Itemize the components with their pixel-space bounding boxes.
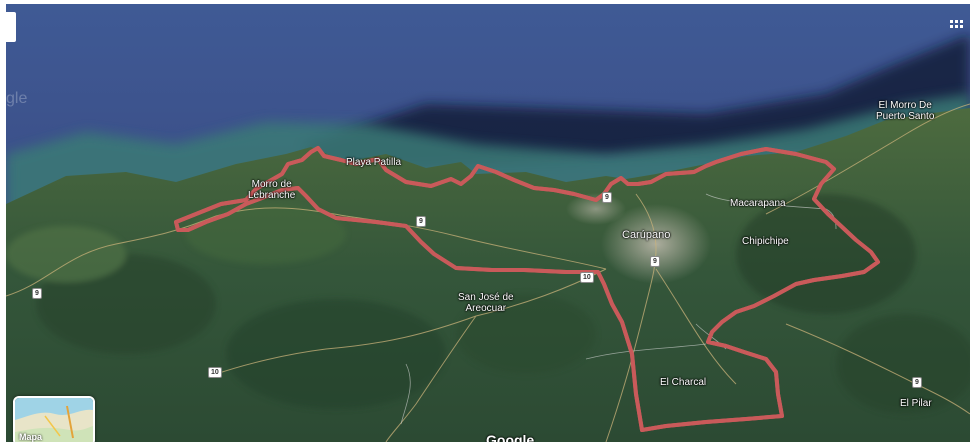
road-network bbox=[6, 103, 970, 442]
map-watermark: gle bbox=[6, 90, 28, 107]
place-label-macarapana[interactable]: Macarapana bbox=[730, 198, 786, 209]
route-shield-10: 10 bbox=[208, 367, 222, 378]
map-thumbnail bbox=[15, 398, 93, 442]
place-label-carupano[interactable]: Carúpano bbox=[622, 229, 671, 241]
place-label-playa-patilla[interactable]: Playa Patilla bbox=[346, 157, 402, 168]
place-label-chipichipe[interactable]: Chipichipe bbox=[742, 236, 789, 247]
route-shield-9: 9 bbox=[650, 256, 660, 267]
route-shield-9: 9 bbox=[912, 377, 922, 388]
grid-apps-icon[interactable] bbox=[950, 20, 964, 30]
terrain-texture bbox=[6, 194, 970, 414]
route-shield-9: 9 bbox=[32, 288, 42, 299]
place-label-el-pilar[interactable]: El Pilar bbox=[900, 398, 932, 409]
municipality-boundary bbox=[174, 146, 880, 432]
satellite-map[interactable] bbox=[6, 4, 970, 442]
place-label-el-charcal[interactable]: El Charcal bbox=[660, 377, 707, 388]
map-viewport[interactable]: El Morro De Puerto Santo Playa Patilla M… bbox=[6, 4, 970, 442]
place-label-san-jose-de-areocuar[interactable]: San José de Areocuar bbox=[458, 292, 514, 314]
map-layer-toggle[interactable]: Mapa bbox=[13, 396, 95, 442]
place-label-el-morro-de-puerto-santo[interactable]: El Morro De Puerto Santo bbox=[876, 100, 935, 122]
search-box-edge[interactable] bbox=[6, 12, 16, 42]
place-label-morro-de-lebranche[interactable]: Morro de Lebranche bbox=[248, 179, 296, 201]
route-shield-10: 10 bbox=[580, 272, 594, 283]
map-layer-label: Mapa bbox=[19, 432, 43, 442]
route-shield-9: 9 bbox=[416, 216, 426, 227]
route-shield-9: 9 bbox=[602, 192, 612, 203]
google-logo: Google bbox=[486, 432, 535, 442]
